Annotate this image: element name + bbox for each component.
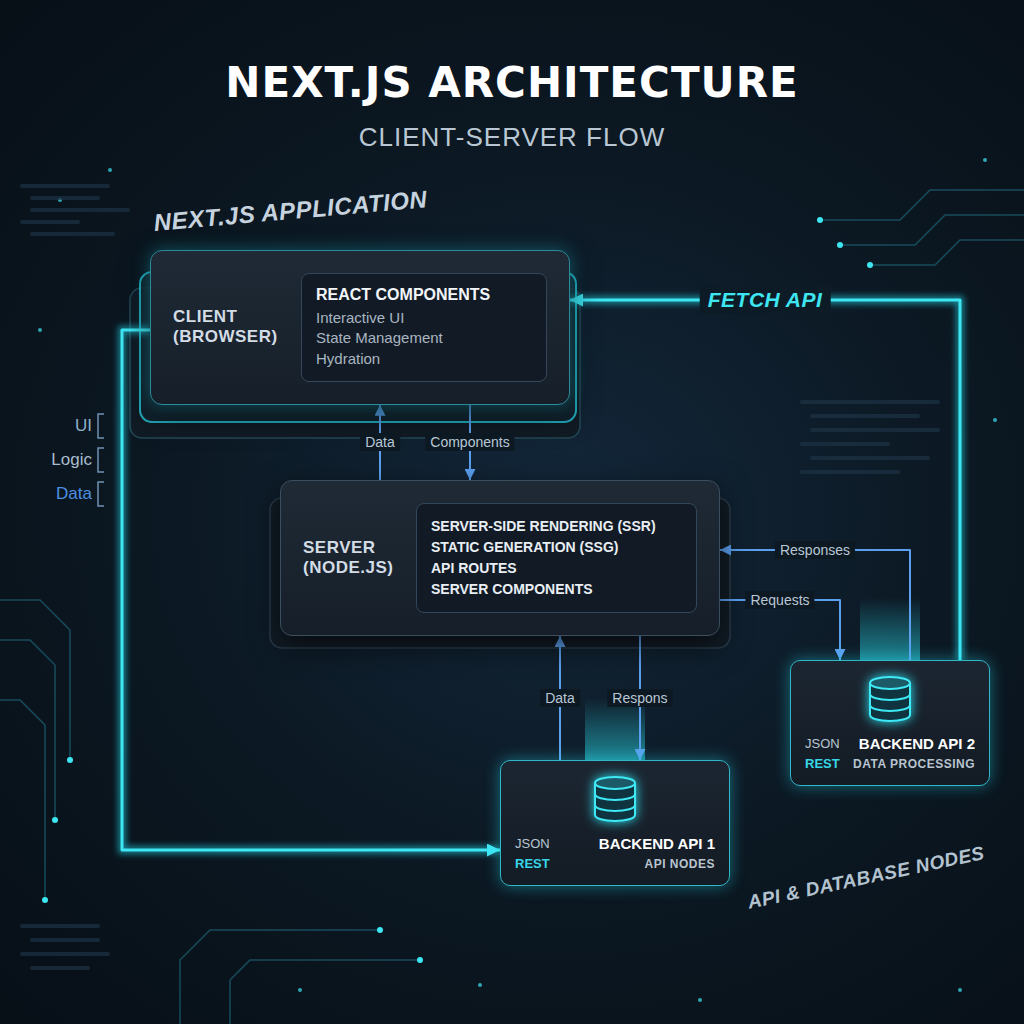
app-heading: NEXT.JS APPLICATION	[153, 185, 429, 237]
text-grid: JSON BACKEND API 2 REST DATA PROCESSING	[805, 735, 975, 771]
protocol-tag: REST	[805, 756, 840, 771]
stacked-layers	[130, 272, 730, 648]
text-grid: JSON BACKEND API 1 REST API NODES	[515, 835, 715, 871]
feature-item: API ROUTES	[431, 558, 682, 579]
database-icon	[862, 673, 918, 727]
edge-label: Respons	[607, 689, 672, 707]
format-tag: JSON	[805, 736, 840, 751]
edge-label: Components	[425, 433, 514, 451]
code-lines	[20, 184, 940, 970]
feature-list-box: SERVER-SIDE RENDERING (SSR)STATIC GENERA…	[416, 503, 697, 613]
data-arrow	[720, 600, 840, 660]
database-icon	[587, 773, 643, 827]
server-panel: SERVER (NODE.JS) SERVER-SIDE RENDERING (S…	[280, 480, 720, 636]
layer-label: Logic	[51, 450, 92, 470]
layer-label: Data	[56, 484, 92, 504]
glow-dots	[38, 158, 997, 1002]
feature-item: Interactive UI	[316, 308, 532, 328]
subtitle: CLIENT-SERVER FLOW	[0, 122, 1024, 153]
edge-label: Requests	[745, 591, 814, 609]
circuit-traces	[0, 190, 1024, 1024]
edge-label: Data	[360, 433, 400, 451]
feature-item: Hydration	[316, 349, 532, 369]
tier-title: CLIENT (BROWSER)	[173, 307, 283, 348]
data-arrow	[720, 550, 910, 660]
layer-brackets	[98, 414, 104, 506]
protocol-tag: REST	[515, 856, 550, 871]
component-box: REACT COMPONENTS Interactive UIState Mana…	[301, 273, 547, 382]
feature-item: SERVER COMPONENTS	[431, 579, 682, 600]
format-tag: JSON	[515, 836, 550, 851]
feature-item: SERVER-SIDE RENDERING (SSR)	[431, 516, 682, 537]
client-panel: NEXT.JS APPLICATIONCLIENT (BROWSER)REACT…	[150, 250, 570, 405]
group-label: API & DATABASE NODES	[746, 842, 987, 914]
api-node: JSON BACKEND API 1 REST API NODES	[500, 760, 730, 886]
edge-label: Data	[540, 689, 580, 707]
tier-title: SERVER (NODE.JS)	[303, 538, 398, 579]
layer-label: UI	[75, 416, 92, 436]
api-name: BACKEND API 2	[852, 735, 975, 752]
api-role: DATA PROCESSING	[852, 757, 975, 771]
edge-label: FETCH API	[700, 286, 831, 314]
feature-item: STATIC GENERATION (SSG)	[431, 537, 682, 558]
feature-item: State Management	[316, 328, 532, 348]
diagram-title: NEXT.JS ARCHITECTURE	[0, 58, 1024, 107]
api-role: API NODES	[562, 857, 715, 871]
api-name: BACKEND API 1	[562, 835, 715, 852]
api-node: JSON BACKEND API 2 REST DATA PROCESSING	[790, 660, 990, 786]
edge-label: Responses	[775, 541, 855, 559]
box-heading: REACT COMPONENTS	[316, 286, 532, 304]
